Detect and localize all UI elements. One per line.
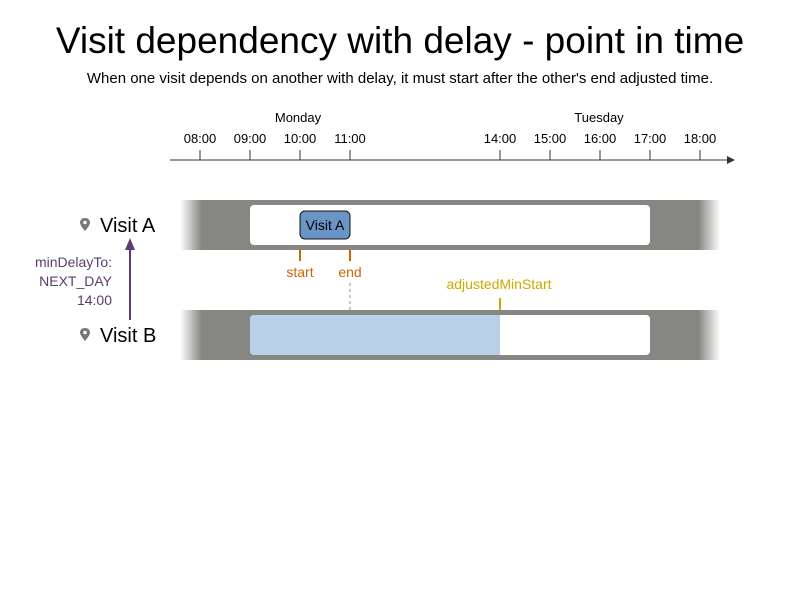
tick-label: 17:00: [634, 131, 667, 146]
delay-label-line2: NEXT_DAY: [39, 273, 113, 289]
tick-label: 08:00: [184, 131, 217, 146]
map-pin-icon: [80, 218, 90, 231]
axis-arrowhead: [727, 156, 735, 164]
tick-label: 14:00: [484, 131, 517, 146]
page-subtitle: When one visit depends on another with d…: [86, 70, 714, 87]
end-marker-label: end: [338, 264, 361, 280]
day-label-tuesday: Tuesday: [574, 110, 624, 125]
tick-label: 18:00: [684, 131, 717, 146]
tick-label: 15:00: [534, 131, 567, 146]
tick-label: 10:00: [284, 131, 317, 146]
adjusted-min-start-label: adjustedMinStart: [446, 276, 551, 292]
tick-label: 11:00: [334, 131, 366, 146]
lane-label-visit-a: Visit A: [100, 215, 156, 237]
page-title: Visit dependency with delay - point in t…: [55, 20, 745, 61]
tick-label: 09:00: [234, 131, 267, 146]
lane-label-visit-b: Visit B: [100, 325, 156, 347]
visit-a-box[interactable]: [299, 210, 351, 240]
start-marker-label: start: [286, 264, 313, 280]
time-axis: [170, 150, 728, 161]
visit-b-blocked-range: [250, 315, 500, 355]
day-label-monday: Monday: [275, 110, 322, 125]
map-pin-icon: [80, 328, 90, 341]
tick-label: 16:00: [584, 131, 617, 146]
delay-arrowhead: [125, 238, 135, 250]
visit-a-box-label: Visit A: [306, 217, 345, 233]
delay-label-line3: 14:00: [77, 292, 112, 308]
delay-label-line1: minDelayTo:: [35, 254, 112, 270]
